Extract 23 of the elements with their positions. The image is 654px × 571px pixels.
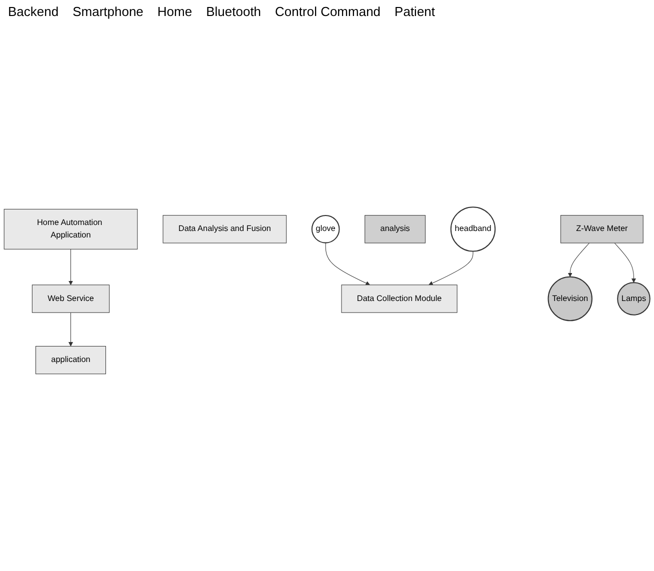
arrow: [568, 242, 590, 278]
node-box: Web Service: [32, 284, 110, 313]
node-circle: Television: [548, 276, 592, 322]
node-circle: glove: [311, 215, 340, 244]
arrow: [428, 251, 474, 286]
node-circle: Lamps: [617, 282, 650, 316]
node-box: Z-Wave Meter: [560, 215, 644, 244]
group-label: Backend: [8, 4, 59, 19]
node-box: analysis: [364, 215, 426, 244]
node-box: application: [36, 346, 106, 374]
node-circle: headband: [450, 206, 496, 252]
arrow: [325, 242, 370, 286]
group-label: Control Command: [275, 4, 381, 19]
group-label: Smartphone: [72, 4, 144, 19]
group-label: Bluetooth: [206, 4, 262, 19]
node-box: Home Automation Application: [4, 208, 138, 250]
node-box: Data Collection Module: [341, 284, 458, 313]
arrow: [68, 248, 73, 286]
group-label: Patient: [394, 4, 436, 19]
arrow: [614, 242, 636, 283]
arrow: [68, 312, 73, 346]
group-label: Home: [157, 4, 192, 19]
node-box: Data Analysis and Fusion: [162, 215, 287, 244]
